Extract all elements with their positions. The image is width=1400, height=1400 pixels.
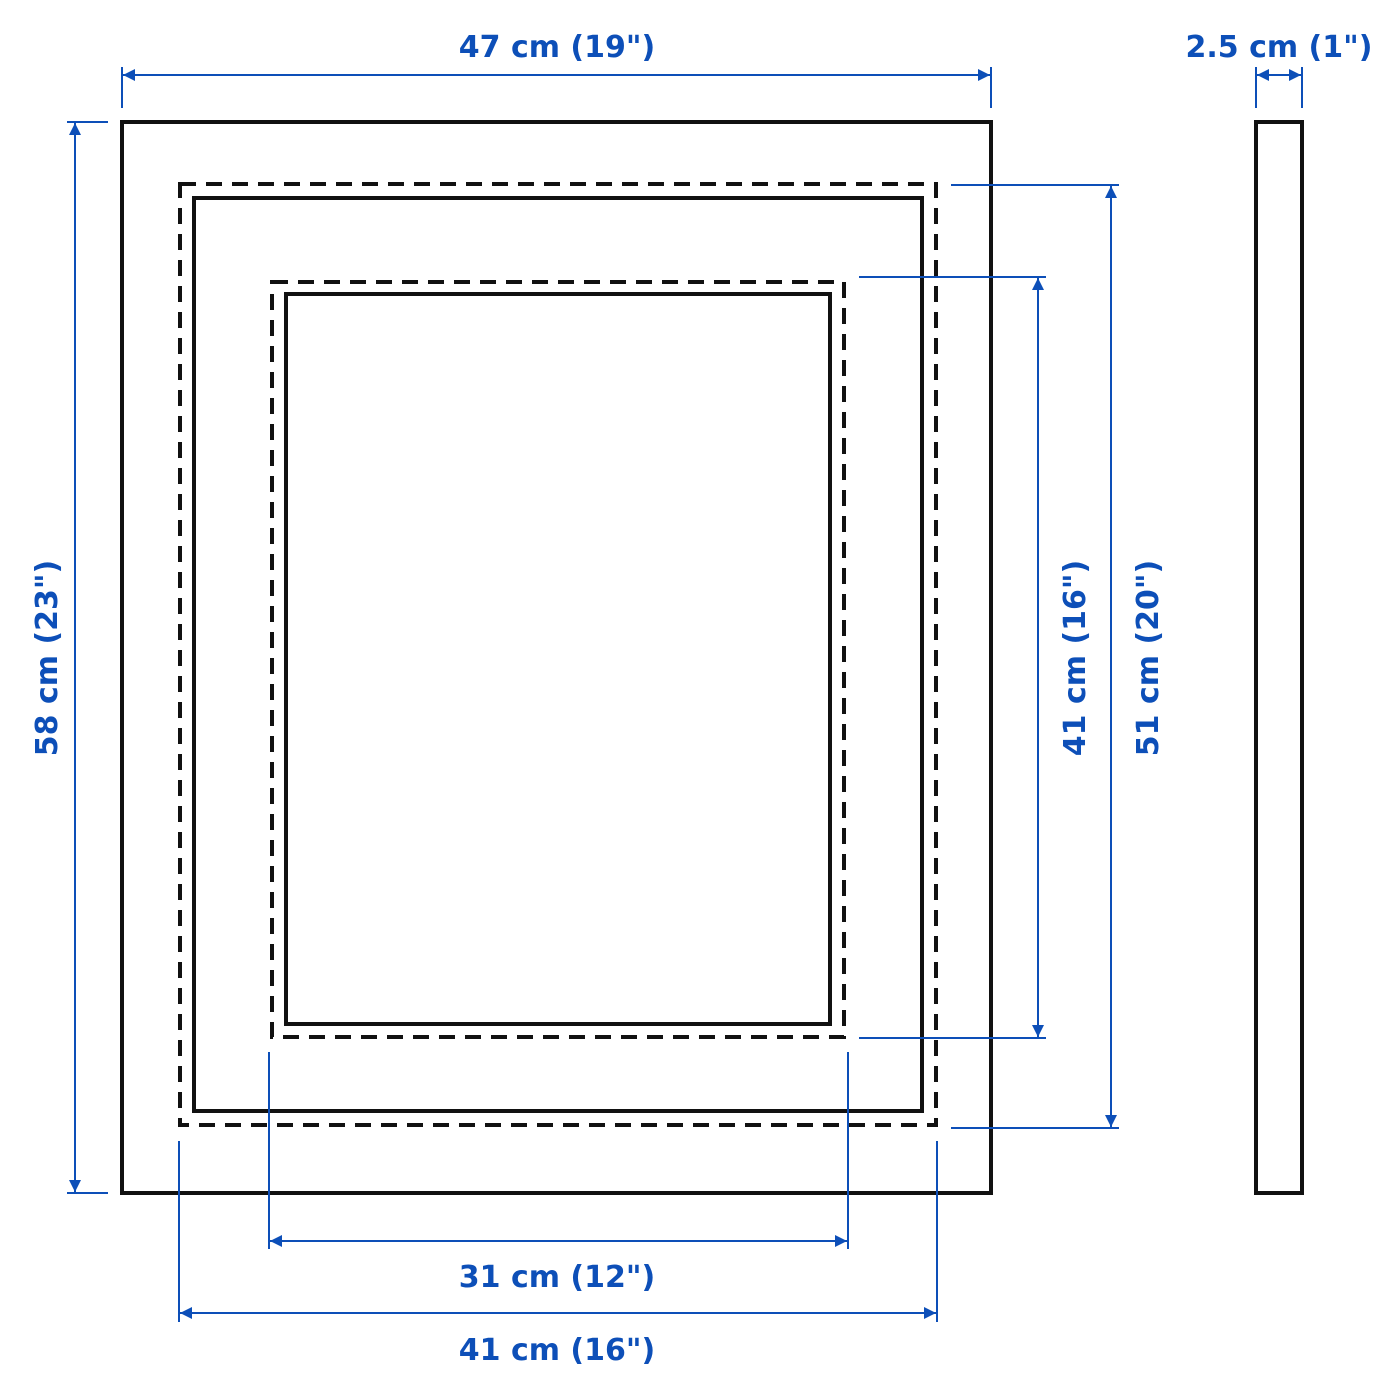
dimension-mat-outer-height: 51 cm (20") (951, 184, 1166, 1129)
mat-outer-height-label: 51 cm (20") (1131, 560, 1166, 756)
side-profile (1254, 120, 1304, 1195)
arrow-down-icon (1105, 1115, 1117, 1127)
arrow-up-icon (69, 123, 81, 135)
dimension-mat-opening-width: 31 cm (12") (268, 1052, 849, 1295)
arrow-up-icon (1032, 278, 1044, 290)
picture-opening (284, 292, 832, 1026)
mat-opening-height-label: 41 cm (16") (1058, 560, 1093, 756)
frame-width-label: 47 cm (19") (459, 30, 655, 65)
arrow-right-icon (924, 1307, 936, 1319)
arrow-left-icon (180, 1307, 192, 1319)
mat-outer-width-label: 41 cm (16") (459, 1333, 655, 1368)
mat-opening-width-label: 31 cm (12") (459, 1260, 655, 1295)
dimension-frame-height: 58 cm (23") (30, 121, 108, 1194)
arrow-left-icon (270, 1235, 282, 1247)
arrow-down-icon (69, 1180, 81, 1192)
dimension-frame-width: 47 cm (19") (121, 30, 992, 108)
outer-frame (120, 120, 993, 1195)
dimension-mat-outer-width: 41 cm (16") (178, 1141, 938, 1368)
side-view (1254, 120, 1304, 1195)
mat-opening-dashed-boundary (270, 280, 846, 1039)
frame-height-label: 58 cm (23") (30, 560, 65, 756)
arrow-right-icon (1289, 69, 1301, 81)
dimension-mat-opening-height: 41 cm (16") (859, 276, 1093, 1039)
frame-depth-label: 2.5 cm (1") (1185, 30, 1372, 65)
front-view (120, 120, 993, 1195)
mat-outer-dashed-boundary (178, 182, 938, 1127)
arrow-right-icon (978, 69, 990, 81)
dimension-frame-depth: 2.5 cm (1") (1185, 30, 1373, 108)
mat-outer-edge (192, 196, 924, 1113)
arrow-down-icon (1032, 1025, 1044, 1037)
arrow-right-icon (835, 1235, 847, 1247)
arrow-left-icon (1257, 69, 1269, 81)
arrow-left-icon (123, 69, 135, 81)
arrow-up-icon (1105, 186, 1117, 198)
